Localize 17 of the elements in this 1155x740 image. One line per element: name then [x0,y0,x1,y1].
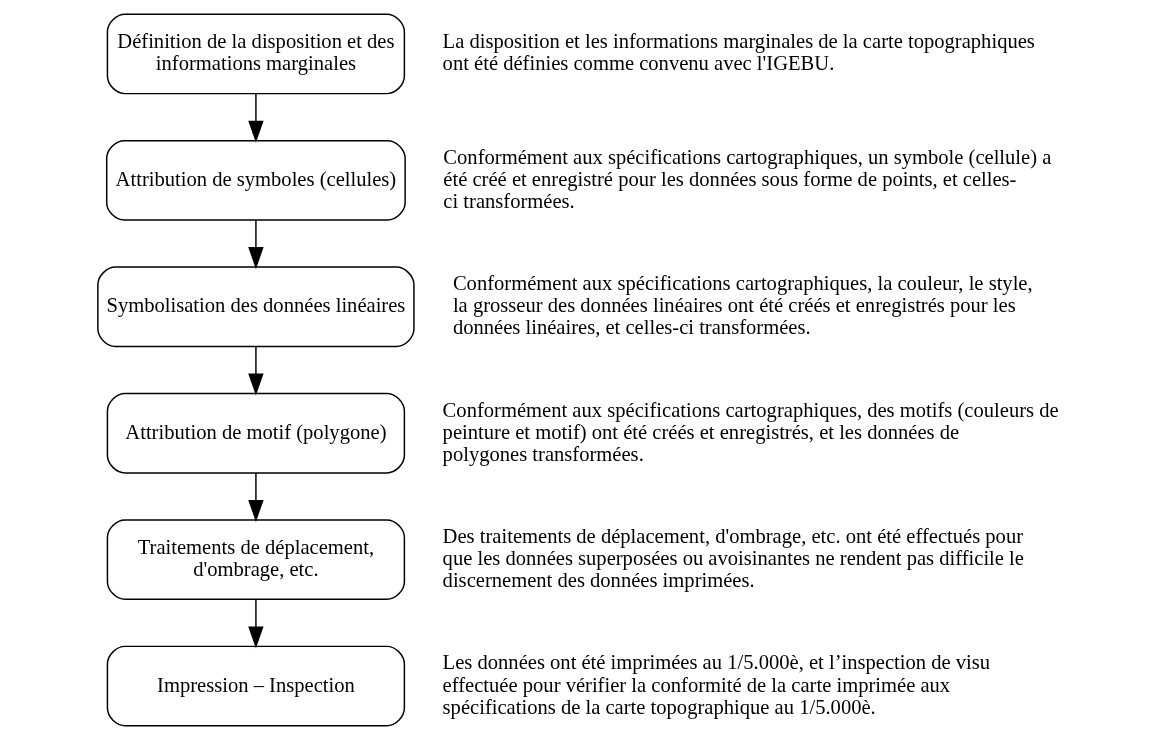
arrow [248,598,264,649]
arrow [248,219,264,270]
node-box: Traitements de déplacement, d'ombrage, etc. [106,519,406,601]
node-label: Conformément aux spécifications cartographiques, un symbole (cellule) a été créé et enregistré pour les données sous forme de points, et celles-ci transformées. [443,145,1052,212]
node-label: La disposition et les informations marginales de la carte topographiques ont été définies comme convenu avec l'IGEBU. [442,30,1035,75]
node-label: Des traitements de déplacement, d'ombrage, etc. ont été effectués pour que les données superposées ou avoisinantes ne rendent pas difficile le discernement des données imprimées. [442,525,1024,592]
node-label: Conformément aux spécifications cartographiques, des motifs (couleurs de peinture et motif) ont été créés et enregistrés, et les données de polygones transformées. [442,398,1059,465]
node-label: Conformément aux spécifications cartographiques, la couleur, le style, la grosseur des données linéaires ont été créés et enregistrés pour les données linéaires, et celles-ci transformées. [452,272,1033,339]
node-label: Les données ont été imprimées au 1/5.000è, et l’inspection de visu effectuée pour vérifier la conformité de la carte imprimée aux spécifications de la carte topographique au 1/5.000è. [442,651,991,718]
arrow [248,93,264,143]
node-box: Définition de la disposition et des informations marginales [106,13,406,95]
node-box: Impression – Inspection [106,645,406,727]
node-box: Attribution de symboles (cellules) [105,139,406,221]
node-box: Attribution de motif (polygone) [106,392,406,474]
node-box: Symbolisation des données linéaires [97,266,415,348]
arrow [248,472,264,523]
arrow [248,345,264,396]
